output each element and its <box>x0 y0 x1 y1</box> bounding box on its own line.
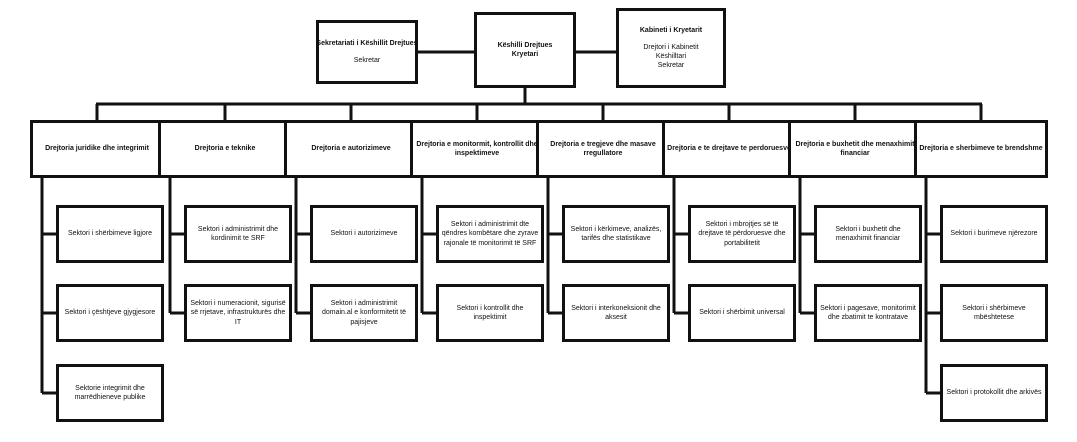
sector-box-label: Sektori i administrimit dhe kordinimit t… <box>197 225 279 242</box>
secretariat-title: Sekretariati i Këshillit Drejtues <box>316 39 418 47</box>
sector-box-label: Sektori i administrimit dte qëndres komb… <box>441 221 539 247</box>
sector-box: Sektori i shërbimeve mbështetese <box>940 284 1048 342</box>
directorate-box-label: Drejtoria e te drejtave te perdoruesve <box>667 145 791 153</box>
sector-box: Sektori i çështjeve gjygjesore <box>56 284 164 342</box>
sector-box: Sektori i administrimit dhe kordinimit t… <box>184 205 292 263</box>
directorate-box: Drejtoria e teknike <box>158 120 292 178</box>
cabinet-advisor: Këshilltari <box>655 53 687 60</box>
sector-box: Sektori i kontrollit dhe inspektimit <box>436 284 544 342</box>
sector-box: Sektori i numeracionit, sigurisë së rrje… <box>184 284 292 342</box>
council-title: Këshilli Drejtues <box>497 41 553 49</box>
sector-box: Sektori i protokollit dhe arkivës <box>940 364 1048 422</box>
sector-box-label: Sektori i shërbimeve mbështetese <box>962 304 1026 321</box>
sector-box-label: Sektori i shërbimeve ligjore <box>67 230 153 238</box>
sector-box: Sektori i burimeve njërezore <box>940 205 1048 263</box>
directorate-box-label: Drejtoria e autorizimeve <box>311 145 391 153</box>
directorate-box: Drejtoria e sherbimeve te brendshme <box>914 120 1048 178</box>
sector-box-label: Sektori i numeracionit, sigurisë së rrje… <box>190 300 286 326</box>
directorate-box: Drejtoria e te drejtave te perdoruesve <box>662 120 796 178</box>
sector-box: Sektori i administrimit dte qëndres komb… <box>436 205 544 263</box>
council-chair: Kryetari <box>511 51 539 58</box>
sector-box: Sektori i pagesave, monitorimit dhe zbat… <box>814 284 922 342</box>
directorate-box-label: Drejtoria e buxhetit dhe menaxhimit fina… <box>795 140 915 157</box>
sector-box: Sektori i autorizimeve <box>310 205 418 263</box>
sector-box-label: Sektorie integrimit dhe marrëdhieneve pu… <box>74 384 146 401</box>
sector-box-label: Sektori i kontrollit dhe inspektimit <box>456 304 524 321</box>
directorate-box-label: Drejtoria e tregjeve dhe masave rregulla… <box>550 140 656 157</box>
sector-box-label: Sektori i buxhetit dhe menaxhimit financ… <box>835 225 901 242</box>
sector-box-label: Sektori i çështjeve gjygjesore <box>64 309 156 317</box>
sector-box: Sektori i buxhetit dhe menaxhimit financ… <box>814 205 922 263</box>
cabinet-director: Drejtori i Kabinetit <box>643 43 699 51</box>
secretariat-box: Sekretariati i Këshillit Drejtues Sekret… <box>316 20 418 84</box>
directorate-box-label: Drejtoria e sherbimeve te brendshme <box>919 145 1043 153</box>
directorate-box: Drejtoria e buxhetit dhe menaxhimit fina… <box>788 120 922 178</box>
sector-box-label: Sektori i administrimit domain.al e konf… <box>321 300 407 326</box>
sector-box: Sektori i kërkimeve, analizës, tarifës d… <box>562 205 670 263</box>
directorate-box: Drejtoria e tregjeve dhe masave rregulla… <box>536 120 670 178</box>
sector-box: Sektori i mbrojtjes së të drejtave të pë… <box>688 205 796 263</box>
sector-box: Sektori i administrimit domain.al e konf… <box>310 284 418 342</box>
directorate-box: Drejtoria juridike dhe integrimit <box>30 120 164 178</box>
cabinet-secretary: Sekretar <box>657 62 685 70</box>
directorate-box-label: Drejtoria e monitormit, kontrollit dhe i… <box>416 140 538 157</box>
sector-box-label: Sektori i interkoneksionit dhe aksesit <box>571 304 661 321</box>
sector-box: Sektorie integrimit dhe marrëdhieneve pu… <box>56 364 164 422</box>
secretariat-secretary: Sekretar <box>353 57 381 64</box>
sector-box-label: Sektori i autorizimeve <box>330 230 398 238</box>
sector-box-label: Sektori i protokollit dhe arkivës <box>946 389 1042 397</box>
cabinet-box: Kabineti i Kryetarit Drejtori i Kabineti… <box>616 8 726 88</box>
directorate-box-label: Drejtoria juridike dhe integrimit <box>45 145 149 153</box>
cabinet-title: Kabineti i Kryetarit <box>639 26 703 34</box>
council-box: Këshilli Drejtues Kryetari <box>474 12 576 88</box>
directorate-box: Drejtoria e monitormit, kontrollit dhe i… <box>410 120 544 178</box>
sector-box-label: Sektori i shërbimit universal <box>699 309 785 317</box>
directorate-box: Drejtoria e autorizimeve <box>284 120 418 178</box>
directorate-box-label: Drejtoria e teknike <box>194 145 256 153</box>
sector-box-label: Sektori i kërkimeve, analizës, tarifës d… <box>570 225 662 242</box>
sector-box-label: Sektori i pagesave, monitorimit dhe zbat… <box>820 304 916 321</box>
sector-box: Sektori i shërbimeve ligjore <box>56 205 164 263</box>
sector-box-label: Sektori i mbrojtjes së të drejtave të pë… <box>698 221 786 247</box>
sector-box-label: Sektori i burimeve njërezore <box>950 230 1038 238</box>
sector-box: Sektori i shërbimit universal <box>688 284 796 342</box>
sector-box: Sektori i interkoneksionit dhe aksesit <box>562 284 670 342</box>
